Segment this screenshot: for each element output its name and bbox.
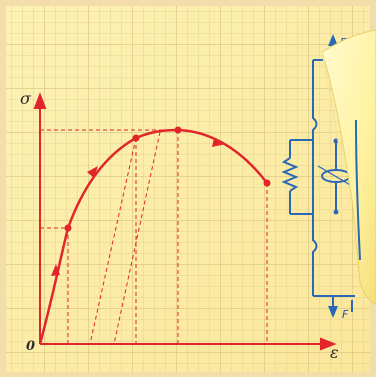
point-yield [132, 134, 140, 142]
force-arrow-top-icon [328, 34, 338, 46]
force-label-bottom: F [342, 308, 349, 321]
guide-lines [40, 129, 268, 345]
direction-arrow-icon [87, 166, 98, 178]
origin-label: 0 [26, 339, 35, 354]
force-arrow-bottom-icon [328, 306, 338, 318]
x-axis-label: ε [330, 343, 339, 362]
direction-arrow-icon [212, 138, 226, 147]
curled-page [321, 29, 376, 305]
unloading-line-1 [89, 137, 137, 345]
direction-arrow-icon [51, 264, 60, 276]
marker-top [333, 138, 339, 144]
left-frame [312, 60, 318, 296]
page-curl-icon [321, 29, 376, 312]
marker-bottom [333, 209, 339, 215]
key-points [64, 126, 271, 232]
point-fracture [263, 179, 271, 187]
axes [33, 92, 337, 351]
x-axis-arrow-icon [320, 337, 337, 351]
y-axis-arrow-icon [33, 92, 47, 109]
curl-highlight [321, 51, 341, 151]
major-grid [6, 6, 370, 372]
unloading-line-2 [113, 131, 161, 345]
point-ultimate [174, 126, 182, 134]
specimen-under-curl [355, 119, 361, 261]
stress-strain-curve [38, 128, 268, 345]
direction-arrows [51, 138, 226, 276]
point-proportional-limit [64, 224, 72, 232]
gauge-slash [317, 165, 353, 187]
y-axis-label: σ [20, 89, 32, 108]
spring-icon [281, 157, 299, 192]
